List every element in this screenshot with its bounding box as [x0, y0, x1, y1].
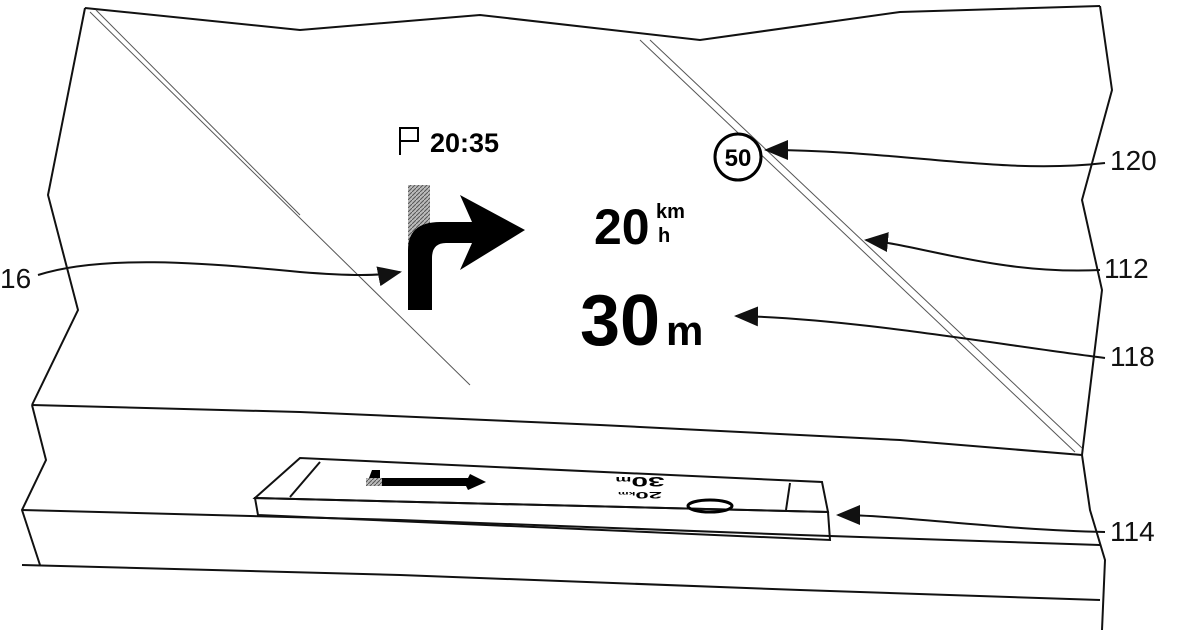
dashboard-outline	[20, 404, 1107, 631]
label-turn-arrow: 16	[0, 263, 31, 294]
distance-value: 30	[580, 281, 660, 361]
display-unit: 30m 20km	[252, 456, 832, 542]
flag-icon	[399, 127, 419, 155]
reflected-distance: 30m	[615, 474, 664, 489]
arrival-time: 20:35	[430, 128, 499, 158]
leader-lines	[37, 140, 1106, 533]
windshield-outline	[31, 5, 1114, 456]
label-speed-limit: 120	[1110, 145, 1157, 176]
speed-unit-h: h	[658, 225, 670, 247]
distance-unit: m	[666, 307, 703, 354]
svg-text:50: 50	[725, 145, 752, 172]
label-windshield: 112	[1104, 253, 1149, 284]
current-speed: 20	[594, 199, 650, 255]
turn-right-arrow-icon	[408, 185, 525, 310]
reflected-speed-limit-icon	[686, 498, 734, 514]
label-distance: 118	[1110, 341, 1155, 372]
label-display-unit: 114	[1110, 516, 1155, 547]
speed-limit-sign: 50	[713, 132, 763, 182]
reflected-arrow-icon	[366, 470, 486, 490]
speed-unit-km: km	[656, 201, 685, 223]
reflected-speed: 20km	[618, 490, 662, 501]
